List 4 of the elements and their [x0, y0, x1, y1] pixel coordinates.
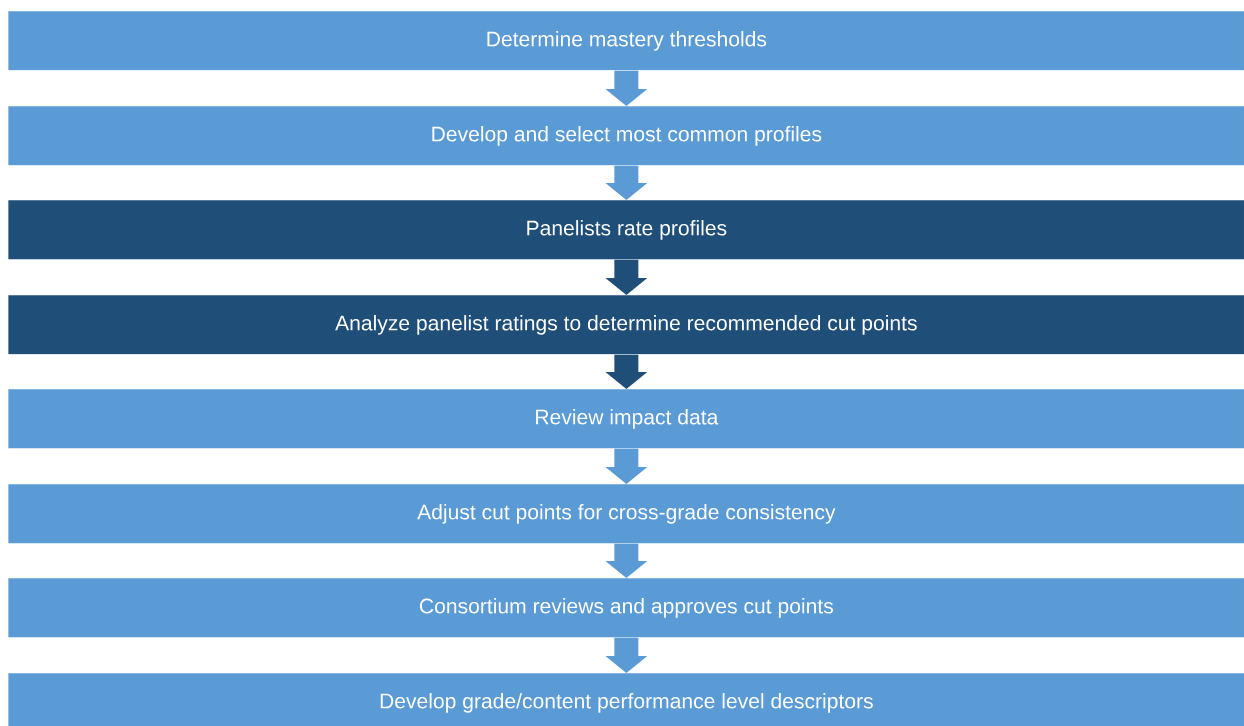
process-bar: Develop grade/content performance level descriptors [8, 673, 1244, 726]
process-bar: Determine mastery thresholds [8, 11, 1244, 71]
process-bar: Panelists rate profiles [8, 200, 1244, 260]
process-bar: Review impact data [8, 389, 1244, 449]
